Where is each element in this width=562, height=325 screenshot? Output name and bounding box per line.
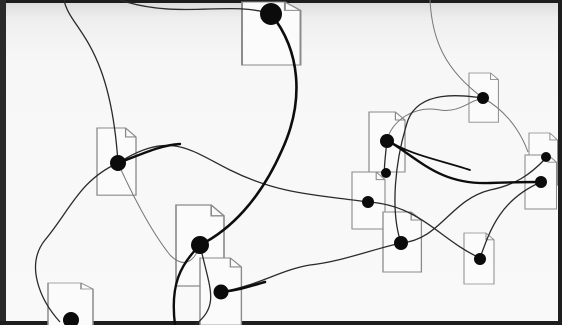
node-dot: [381, 168, 391, 178]
node-dot: [477, 92, 489, 104]
connection-line: [401, 158, 546, 243]
connection-line: [387, 140, 541, 183]
node-dot: [260, 3, 282, 25]
node-dot: [394, 236, 408, 250]
node-dot: [362, 196, 374, 208]
node-dot: [541, 152, 551, 162]
node-dot: [474, 253, 486, 265]
connection-line: [221, 243, 401, 292]
node-dot: [380, 134, 394, 148]
node-dot: [110, 155, 126, 171]
node-dot: [535, 176, 547, 188]
node-dot: [214, 285, 229, 300]
node-dot: [191, 236, 209, 254]
connection-line: [118, 145, 368, 202]
